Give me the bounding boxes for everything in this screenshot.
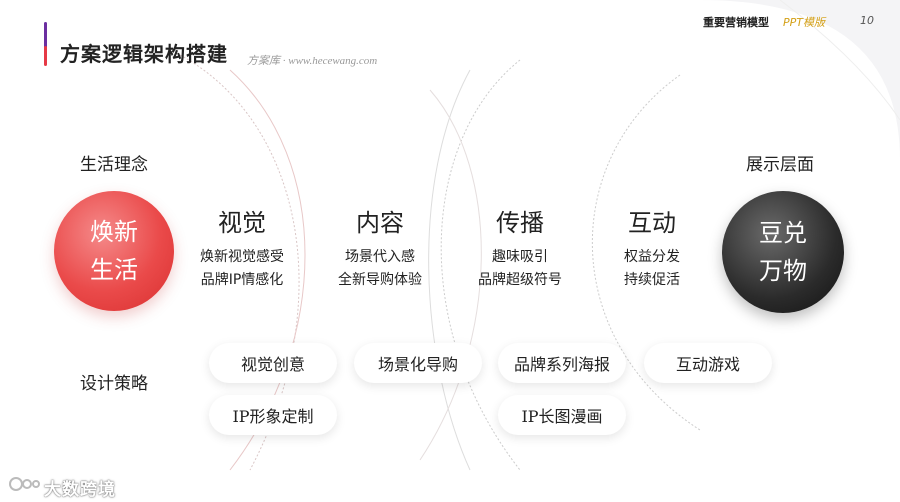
pill-brand-poster: 品牌系列海报 — [498, 343, 626, 383]
pill-visual-creative: 视觉创意 — [209, 343, 337, 383]
life-concept-label: 生活理念 — [80, 155, 148, 174]
header-model-label: 重要营销模型 — [703, 16, 769, 29]
brand-logo-text: 大数跨境 — [44, 480, 116, 500]
pill-ip-comic: IP长图漫画 — [498, 395, 626, 435]
pill-interactive-game: 互动游戏 — [644, 343, 772, 383]
header-ppt-label: PPT模版 — [783, 16, 825, 29]
renew-life-line2: 生活 — [90, 256, 138, 284]
section-line: 持续促活 — [624, 272, 680, 288]
brand-logo-icon — [9, 477, 40, 491]
section-visual: 视觉 焕新视觉感受 品牌IP情感化 — [182, 203, 302, 292]
section-line: 趣味吸引 — [492, 249, 548, 265]
section-line: 全新导购体验 — [338, 272, 422, 288]
section-line: 品牌IP情感化 — [200, 272, 284, 288]
page-title: 方案逻辑架构搭建 — [60, 42, 228, 66]
renew-life-line1: 焕新 — [90, 218, 138, 246]
section-line: 品牌超级符号 — [478, 272, 562, 288]
page-number: 10 — [860, 14, 874, 27]
section-interact: 互动 权益分发 持续促活 — [592, 203, 712, 292]
section-heading: 内容 — [356, 209, 404, 237]
title-accent-bars — [44, 22, 52, 66]
section-spread: 传播 趣味吸引 品牌超级符号 — [460, 203, 580, 292]
section-line: 焕新视觉感受 — [200, 249, 284, 265]
douxing-line2: 万物 — [759, 257, 807, 285]
section-line: 权益分发 — [624, 249, 680, 265]
section-line: 场景代入感 — [345, 249, 415, 265]
douxing-line1: 豆兑 — [759, 219, 807, 247]
pill-scene-shopping: 场景化导购 — [354, 343, 482, 383]
design-strategy-label: 设计策略 — [80, 374, 148, 393]
section-heading: 互动 — [628, 209, 676, 237]
section-content: 内容 场景代入感 全新导购体验 — [320, 203, 440, 292]
renew-life-circle: 焕新 生活 — [54, 191, 174, 311]
section-heading: 传播 — [496, 209, 544, 237]
section-heading: 视觉 — [218, 209, 266, 237]
douxing-circle: 豆兑 万物 — [722, 191, 844, 313]
watermark-text: 方案库 · www.hecewang.com — [247, 55, 378, 67]
pill-ip-image: IP形象定制 — [209, 395, 337, 435]
display-level-label: 展示层面 — [746, 155, 814, 174]
